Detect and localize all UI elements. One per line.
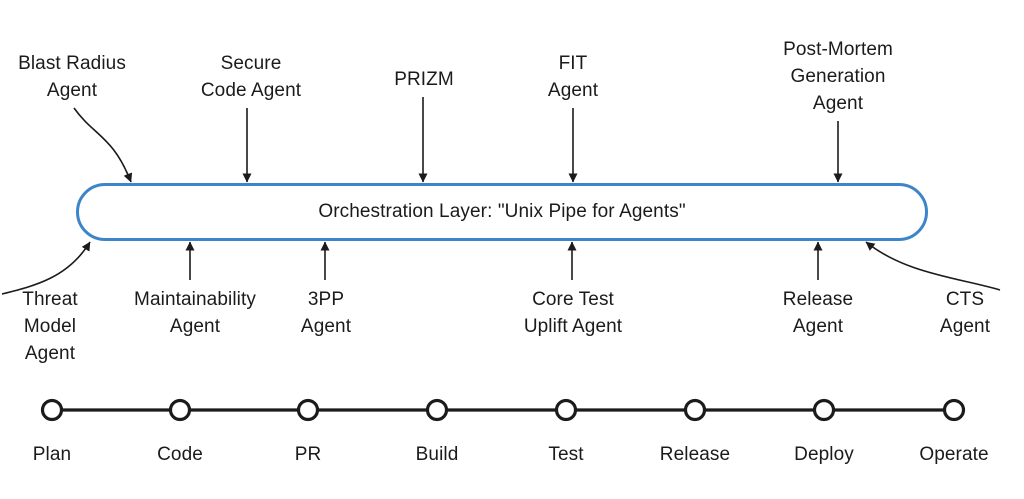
- pipeline-node-build[interactable]: [425, 398, 449, 422]
- bottom-agent-label-threat-model-agent: Threat Model Agent: [22, 289, 78, 364]
- bottom-agent-label-cts-agent: CTS Agent: [939, 289, 991, 337]
- pipeline-stage-label-plan: Plan: [32, 444, 72, 465]
- pipeline-node-test[interactable]: [554, 398, 578, 422]
- pipeline-graphics: [40, 398, 966, 422]
- pipeline-node-pr[interactable]: [296, 398, 320, 422]
- bottom-arrow-cts-agent: [865, 241, 1001, 291]
- orchestration-layer-pill[interactable]: Orchestration Layer: "Unix Pipe for Agen…: [76, 183, 928, 241]
- top-arrow-group: [73, 97, 843, 183]
- pipeline-stage-label-test: Test: [548, 444, 584, 465]
- bottom-agent-label-3pp-agent: 3PP Agent: [300, 289, 352, 337]
- top-agent-label-fit-agent: FIT Agent: [547, 53, 599, 101]
- pipeline-node-plan[interactable]: [40, 398, 64, 422]
- pipeline-node-code[interactable]: [168, 398, 192, 422]
- top-agent-label-secure-code-agent: Secure Code Agent: [200, 53, 302, 101]
- top-agent-label-post-mortem-generation-agent: Post-Mortem Generation Agent: [783, 39, 893, 114]
- bottom-agent-label-core-test-uplift-agent: Core Test Uplift Agent: [523, 289, 623, 337]
- pipeline-stage-label-operate: Operate: [919, 444, 989, 465]
- bottom-agent-label-release-agent: Release Agent: [782, 289, 854, 337]
- pipeline-stage-label-code: Code: [157, 444, 203, 465]
- top-agent-label-prizm: PRIZM: [394, 69, 454, 90]
- pipeline-node-operate[interactable]: [942, 398, 966, 422]
- orchestration-layer-title: Orchestration Layer: "Unix Pipe for Agen…: [318, 201, 686, 222]
- bottom-agent-label-maintainability-agent: Maintainability Agent: [134, 289, 256, 337]
- pipeline-stage-label-build: Build: [415, 444, 459, 465]
- top-arrow-blast-radius-agent: [73, 107, 133, 183]
- pipeline-node-release[interactable]: [683, 398, 707, 422]
- pipeline-stage-label-deploy: Deploy: [794, 444, 854, 465]
- pipeline-node-deploy[interactable]: [812, 398, 836, 422]
- top-agent-label-blast-radius-agent: Blast Radius Agent: [18, 53, 126, 101]
- pipeline-stage-label-release: Release: [659, 444, 731, 465]
- pipeline-stage-label-pr: PR: [294, 444, 322, 465]
